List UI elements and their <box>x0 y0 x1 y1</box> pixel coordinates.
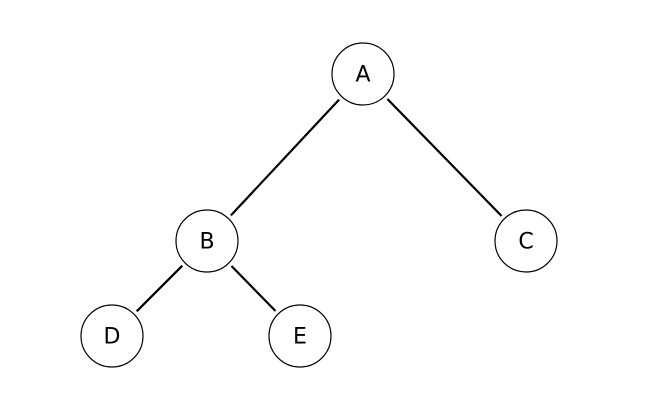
node-b: B <box>175 209 239 273</box>
node-e: E <box>268 304 332 368</box>
node-a: A <box>331 42 395 106</box>
node-circle <box>175 209 239 273</box>
node-label: B <box>199 230 214 255</box>
node-d: D <box>80 304 144 368</box>
node-circle <box>268 304 332 368</box>
nodes-layer: A B C D E <box>80 42 558 368</box>
node-label: E <box>293 325 307 350</box>
edge-b-d <box>135 264 184 313</box>
node-label: D <box>104 325 121 350</box>
edge-a-c <box>386 98 503 217</box>
node-circle <box>494 209 558 273</box>
node-label: A <box>355 63 370 88</box>
node-c: C <box>494 209 558 273</box>
node-circle <box>80 304 144 368</box>
edge-a-b <box>230 98 340 217</box>
node-label: C <box>518 230 533 255</box>
edges-layer <box>135 98 503 313</box>
node-circle <box>331 42 395 106</box>
edge-b-e <box>230 265 277 312</box>
